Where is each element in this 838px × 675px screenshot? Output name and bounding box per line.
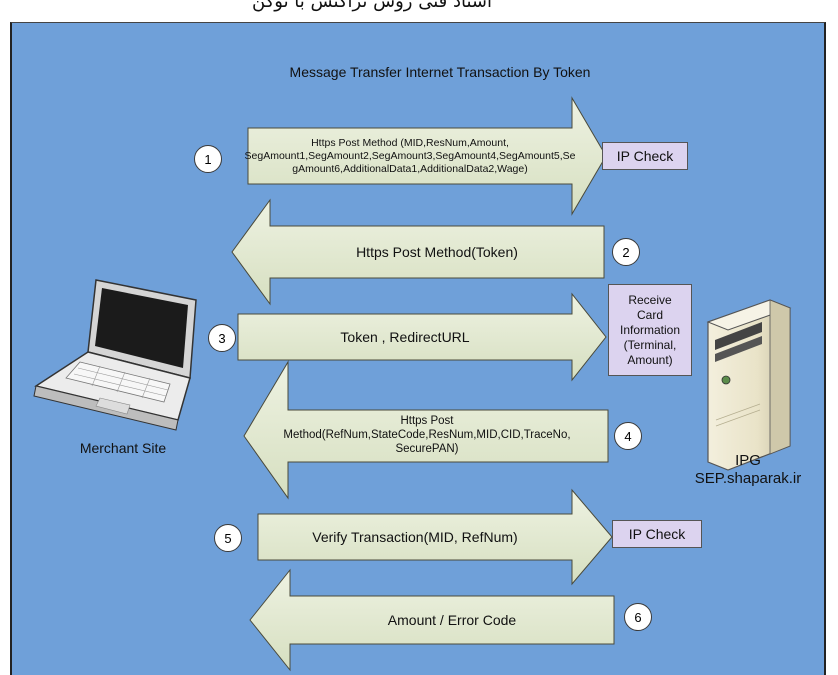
arrow-step-2 bbox=[231, 198, 605, 306]
step-1-label: Https Post Method (MID,ResNum,Amount, Se… bbox=[244, 136, 576, 175]
arrow-step-4 bbox=[243, 360, 609, 500]
step-2-label: Https Post Method(Token) bbox=[356, 244, 518, 260]
arrow-step-5 bbox=[257, 488, 613, 586]
step-4-number: 4 bbox=[614, 422, 642, 450]
step-3-label: Token , RedirectURL bbox=[340, 329, 470, 345]
ip-check-box-1: IP Check bbox=[602, 142, 688, 170]
ip-check-box-2: IP Check bbox=[612, 520, 702, 548]
header-strip: اسناد فنی روش تراکنش با توکن bbox=[0, 0, 838, 22]
arrow-step-1 bbox=[247, 96, 607, 216]
step-1-number: 1 bbox=[194, 145, 222, 173]
diagram-title: Message Transfer Internet Transaction By… bbox=[289, 64, 591, 80]
step-3-number: 3 bbox=[208, 324, 236, 352]
arrow-step-3 bbox=[237, 292, 607, 382]
server-icon bbox=[706, 299, 792, 471]
laptop-icon bbox=[33, 279, 197, 431]
step-4-label: Https Post Method(RefNum,StateCode,ResNu… bbox=[283, 415, 571, 455]
merchant-site-label: Merchant Site bbox=[79, 440, 167, 456]
ipg-server-label: IPG SEP.shaparak.ir bbox=[694, 452, 802, 487]
arrow-step-6 bbox=[249, 568, 615, 672]
step-5-number: 5 bbox=[214, 524, 242, 552]
header-text: اسناد فنی روش تراکنش با توکن bbox=[252, 0, 492, 12]
step-6-number: 6 bbox=[624, 603, 652, 631]
receive-card-info-box: Receive Card Information (Terminal, Amou… bbox=[608, 284, 692, 376]
step-6-label: Amount / Error Code bbox=[387, 612, 517, 628]
step-5-label: Verify Transaction(MID, RefNum) bbox=[312, 529, 518, 545]
step-2-number: 2 bbox=[612, 238, 640, 266]
